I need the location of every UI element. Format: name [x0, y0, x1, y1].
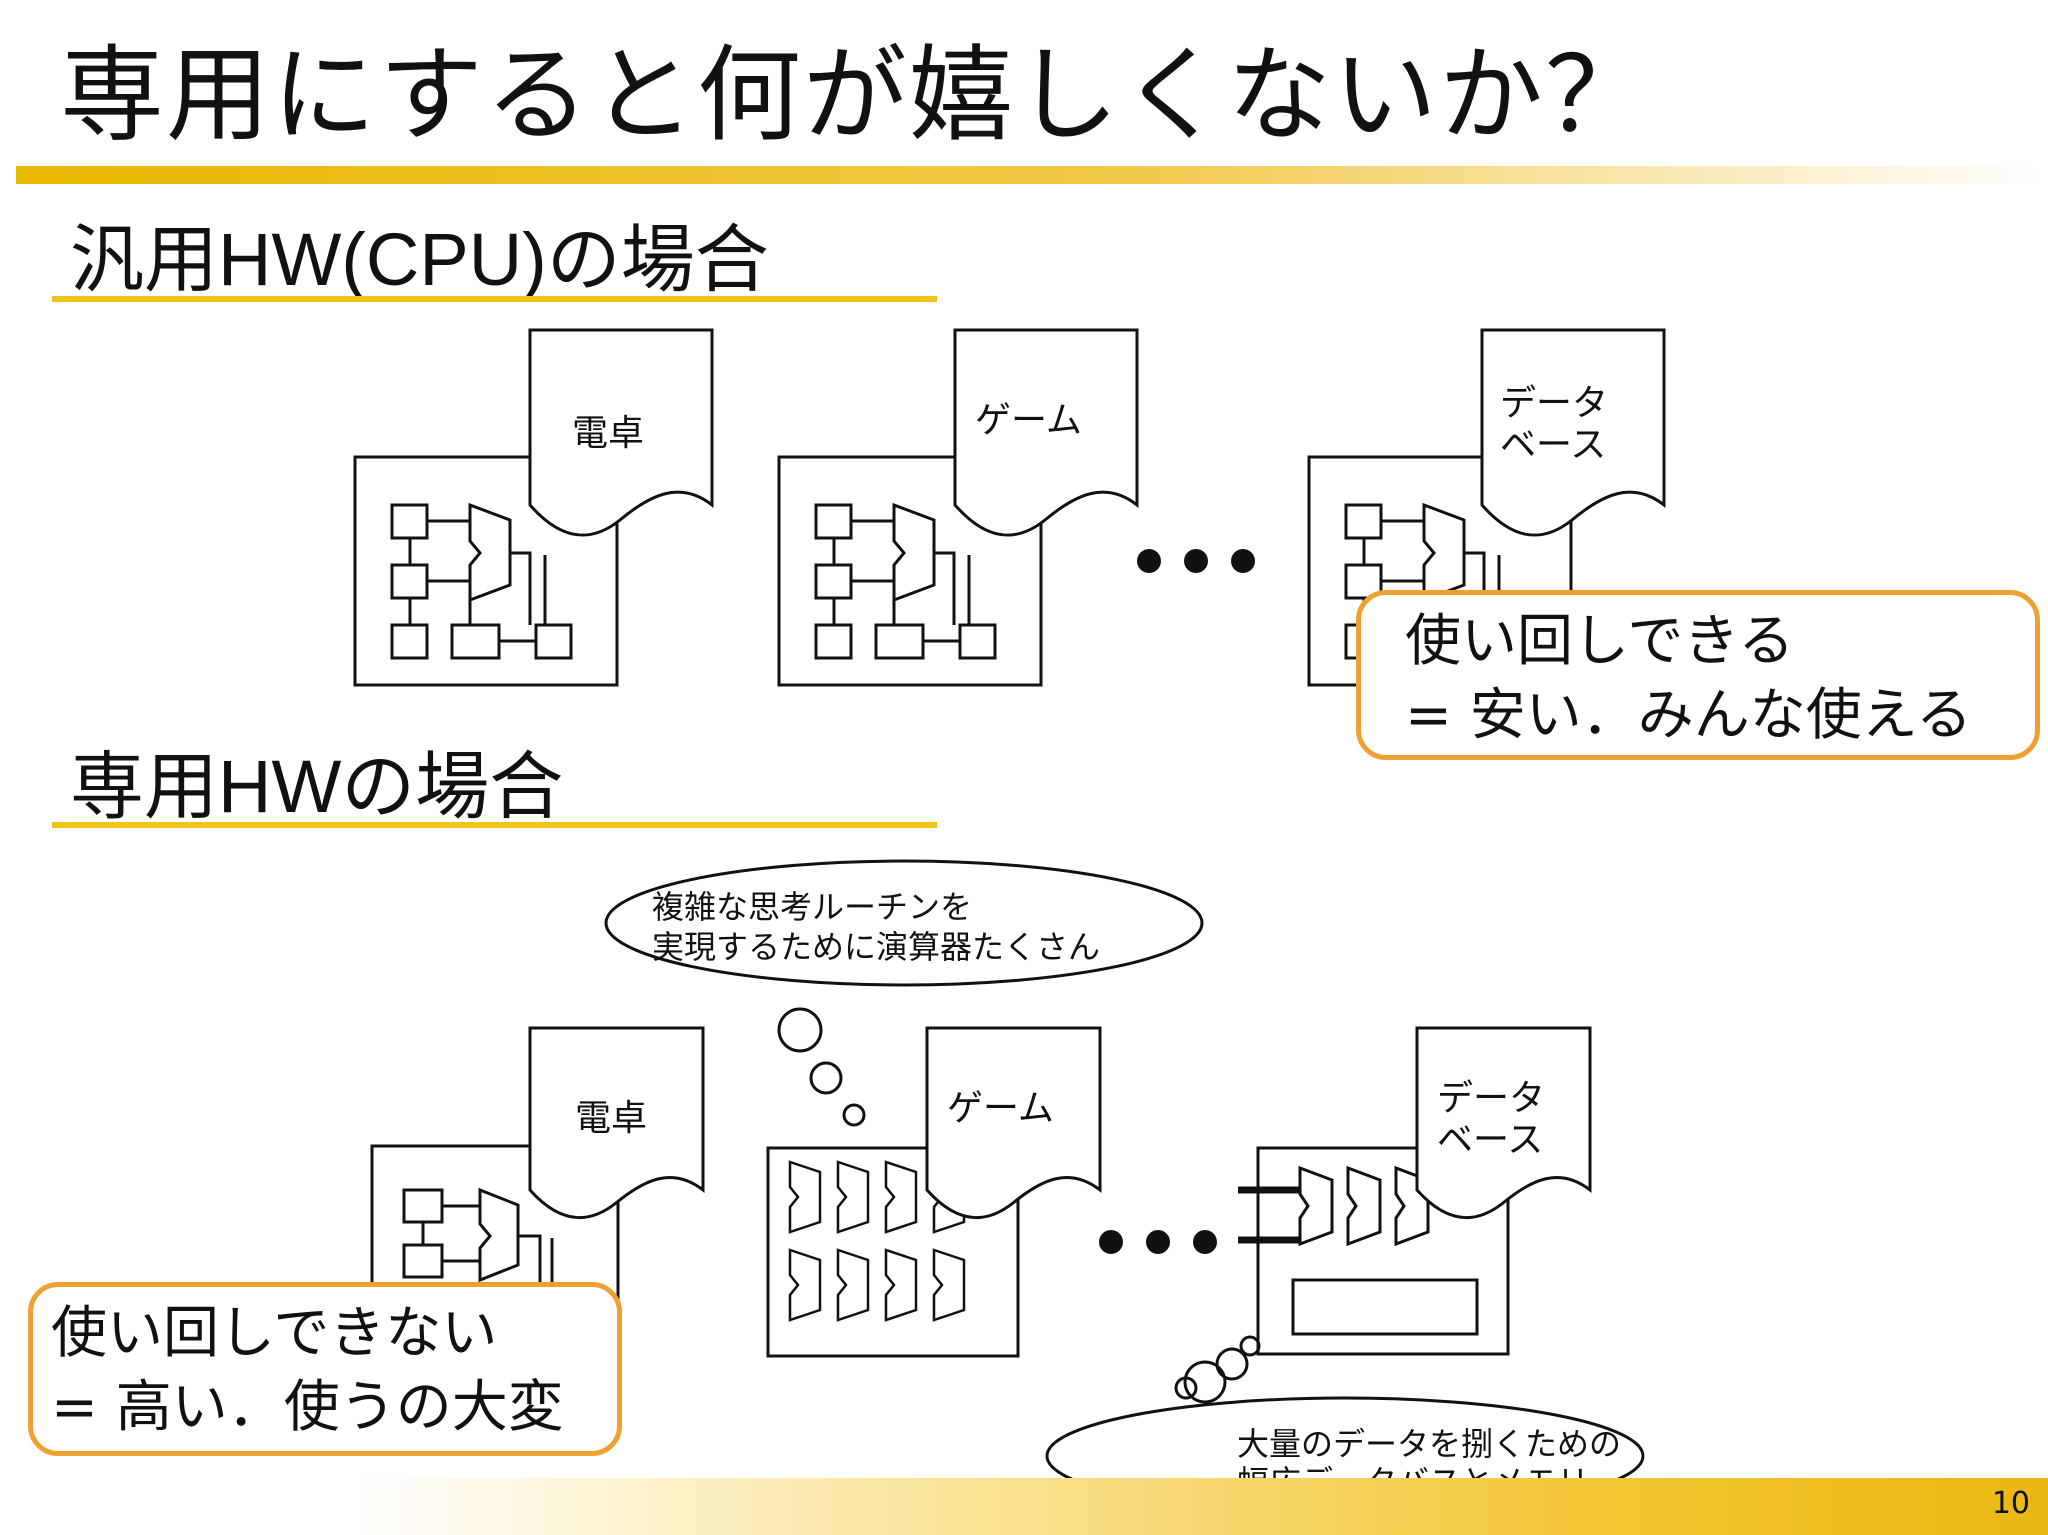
general-hw-heading: 汎用HW(CPU)の場合	[70, 218, 769, 301]
general-doc-database-label: データベース	[1500, 383, 1608, 465]
general-heading-underline	[52, 296, 937, 302]
general-doc-game-label: ゲーム	[975, 400, 1082, 441]
dedicated-doc-database-icon	[1415, 1026, 1592, 1220]
dedicated-callout: 使い回しできない = 高い．使うの大変	[28, 1282, 622, 1456]
dedicated-doc-game-label: ゲーム	[947, 1088, 1054, 1129]
thought-top-line2: 実現するために演算器たくさん	[652, 928, 1100, 966]
title-underline	[16, 166, 2048, 184]
footer-bar	[350, 1478, 2048, 1535]
dedicated-doc-database-label: データベース	[1437, 1078, 1545, 1160]
dedicated-callout-line2: = 高い．使うの大変	[51, 1375, 564, 1440]
general-callout-line2: = 安い．みんな使える	[1405, 683, 1973, 748]
dedicated-doc-game-icon	[925, 1026, 1102, 1220]
general-doc-calculator-label: 電卓	[572, 413, 644, 454]
dedicated-callout-line1: 使い回しできない	[51, 1301, 498, 1366]
thought-top-line1: 複雑な思考ルーチンを	[652, 888, 972, 926]
general-doc-game-icon	[953, 328, 1139, 537]
dedicated-doc-calculator-label: 電卓	[575, 1098, 647, 1139]
dedicated-heading-underline	[52, 822, 937, 828]
slide-title: 専用にすると何が嬉しくないか？	[60, 34, 1652, 156]
ellipsis-dot	[1193, 1230, 1217, 1254]
ellipsis-dot	[1146, 1230, 1170, 1254]
general-doc-database-icon	[1480, 328, 1666, 537]
general-callout: 使い回しできる = 安い．みんな使える	[1356, 590, 2040, 760]
thought-bottom-line1: 大量のデータを捌くための	[1237, 1425, 1621, 1463]
general-doc-calculator-icon	[528, 328, 714, 537]
ellipsis-dot	[1184, 549, 1208, 573]
ellipsis-dot	[1231, 549, 1255, 573]
ellipsis-dot	[1137, 549, 1161, 573]
general-callout-line1: 使い回しできる	[1405, 609, 1795, 674]
thought-top-bubble	[604, 859, 1204, 987]
page-number: 10	[1991, 1486, 2030, 1521]
ellipsis-dot	[1099, 1230, 1123, 1254]
dedicated-doc-calculator-icon	[528, 1026, 705, 1220]
dedicated-hw-heading: 専用HWの場合	[70, 745, 564, 828]
